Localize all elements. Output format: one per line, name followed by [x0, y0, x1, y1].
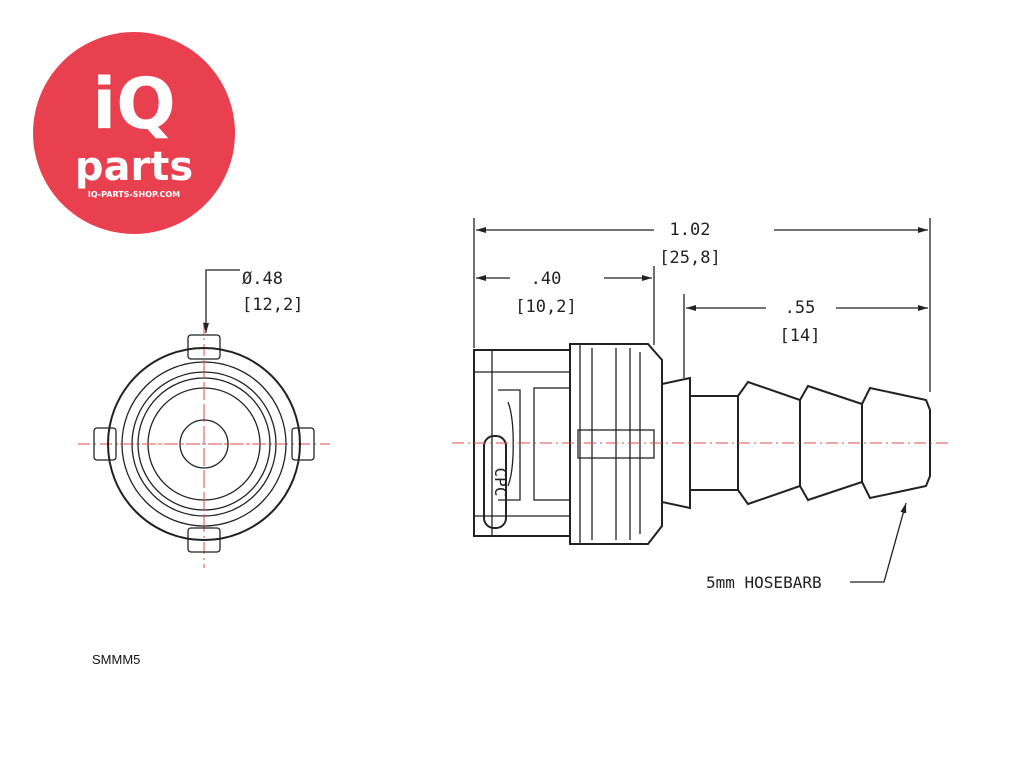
front-diameter-mm: [12,2] [242, 295, 303, 315]
coupling-nut [569, 343, 663, 545]
lug-right [291, 427, 315, 461]
barb-length-mm: [14] [780, 326, 821, 346]
collar [661, 376, 691, 510]
hosebarb-note: 5mm HOSEBARB [706, 573, 822, 592]
body-window [533, 387, 571, 501]
barb-ring-3 [861, 386, 931, 500]
overall-length-mm: [25,8] [659, 248, 720, 268]
cpc-logo-text: CPC [491, 468, 510, 497]
lug-left [93, 427, 117, 461]
outer-ring [107, 347, 301, 541]
front-diameter-in: Ø.48 [242, 269, 283, 289]
overall-length-in: 1.02 [670, 220, 711, 240]
logo-tagline: IQ-PARTS-SHOP.COM [88, 190, 180, 199]
body-length-in: .40 [531, 269, 562, 289]
iq-parts-logo: iQ parts IQ-PARTS-SHOP.COM [33, 32, 235, 234]
hosebarb-leader [850, 502, 907, 583]
logo-circle [33, 32, 235, 234]
lug-top [187, 334, 221, 360]
front-view: Ø.48 [12,2] [78, 269, 330, 568]
nut-lug [577, 429, 655, 459]
barb-length-in: .55 [785, 298, 816, 318]
diameter-leader [203, 269, 240, 333]
side-view: 1.02 [25,8] .40 [10,2] .55 [14] CPC [452, 218, 950, 592]
cpc-logo-mark [483, 435, 507, 529]
lug-bottom [187, 527, 221, 553]
logo-brand-small: parts [75, 144, 193, 190]
logo-brand-big: iQ [92, 63, 176, 145]
body-length-mm: [10,2] [515, 297, 576, 317]
part-code: SMMM5 [92, 652, 141, 667]
